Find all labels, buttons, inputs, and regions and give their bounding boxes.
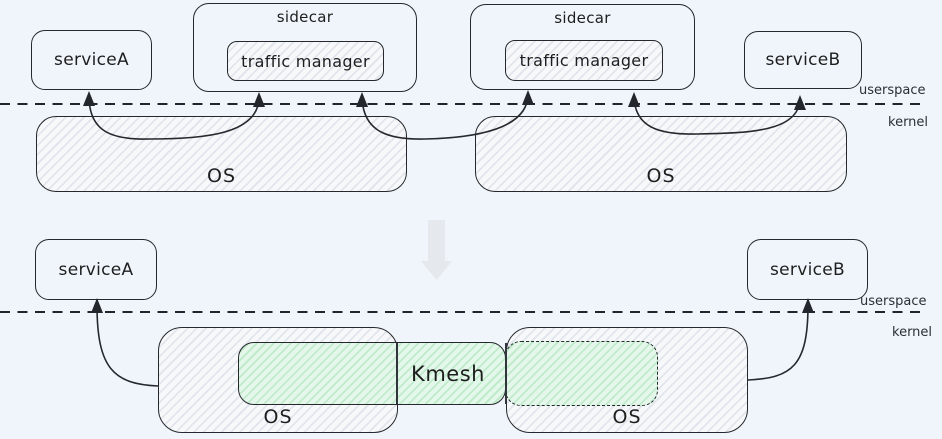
os-label-after-1: OS	[263, 406, 293, 428]
sidecar-box-1: sidecar	[193, 3, 417, 92]
service-b-label-before: serviceB	[765, 50, 841, 70]
service-b-label-after: serviceB	[770, 259, 845, 280]
userspace-kernel-boundary-before	[0, 103, 920, 106]
connector-os2-serviceb-after	[747, 304, 809, 381]
sidecar-label-1: sidecar	[276, 8, 334, 26]
kernel-label-after: kernel	[892, 325, 933, 340]
userspace-label-after: userspace	[860, 294, 927, 309]
service-b-box-after: serviceB	[747, 239, 868, 300]
traffic-manager-box-2: traffic manager	[505, 40, 663, 81]
connector-os1-servicea-after	[96, 304, 159, 387]
sidecar-label-2: sidecar	[554, 9, 611, 27]
kmesh-label: Kmesh	[411, 361, 485, 386]
kmesh-box-dashed	[505, 341, 658, 406]
kernel-label-before: kernel	[888, 115, 929, 130]
userspace-kernel-boundary-after	[0, 311, 920, 314]
traffic-manager-label-1: traffic manager	[241, 51, 370, 71]
sidecar-box-2: sidecar	[470, 4, 695, 90]
os-label-before-2: OS	[646, 165, 676, 187]
os1-border-through-kmesh	[396, 343, 398, 404]
traffic-manager-box-1: traffic manager	[227, 41, 384, 81]
down-arrow-shape	[421, 220, 452, 280]
os-label-after-2: OS	[612, 406, 642, 428]
kmesh-box-solid	[238, 342, 506, 405]
os2-border-through-kmesh	[505, 343, 507, 404]
service-a-label-before: serviceA	[54, 50, 129, 70]
service-a-box-after: serviceA	[35, 239, 157, 300]
service-a-box-before: serviceA	[31, 30, 152, 90]
os-label-before-1: OS	[206, 165, 236, 187]
userspace-label-before: userspace	[859, 83, 926, 98]
traffic-manager-label-2: traffic manager	[519, 51, 649, 70]
service-a-label-after: serviceA	[58, 259, 134, 280]
service-b-box-before: serviceB	[744, 31, 862, 89]
os-box-before-2: OS	[475, 116, 847, 192]
os-box-before-1: OS	[36, 116, 407, 192]
